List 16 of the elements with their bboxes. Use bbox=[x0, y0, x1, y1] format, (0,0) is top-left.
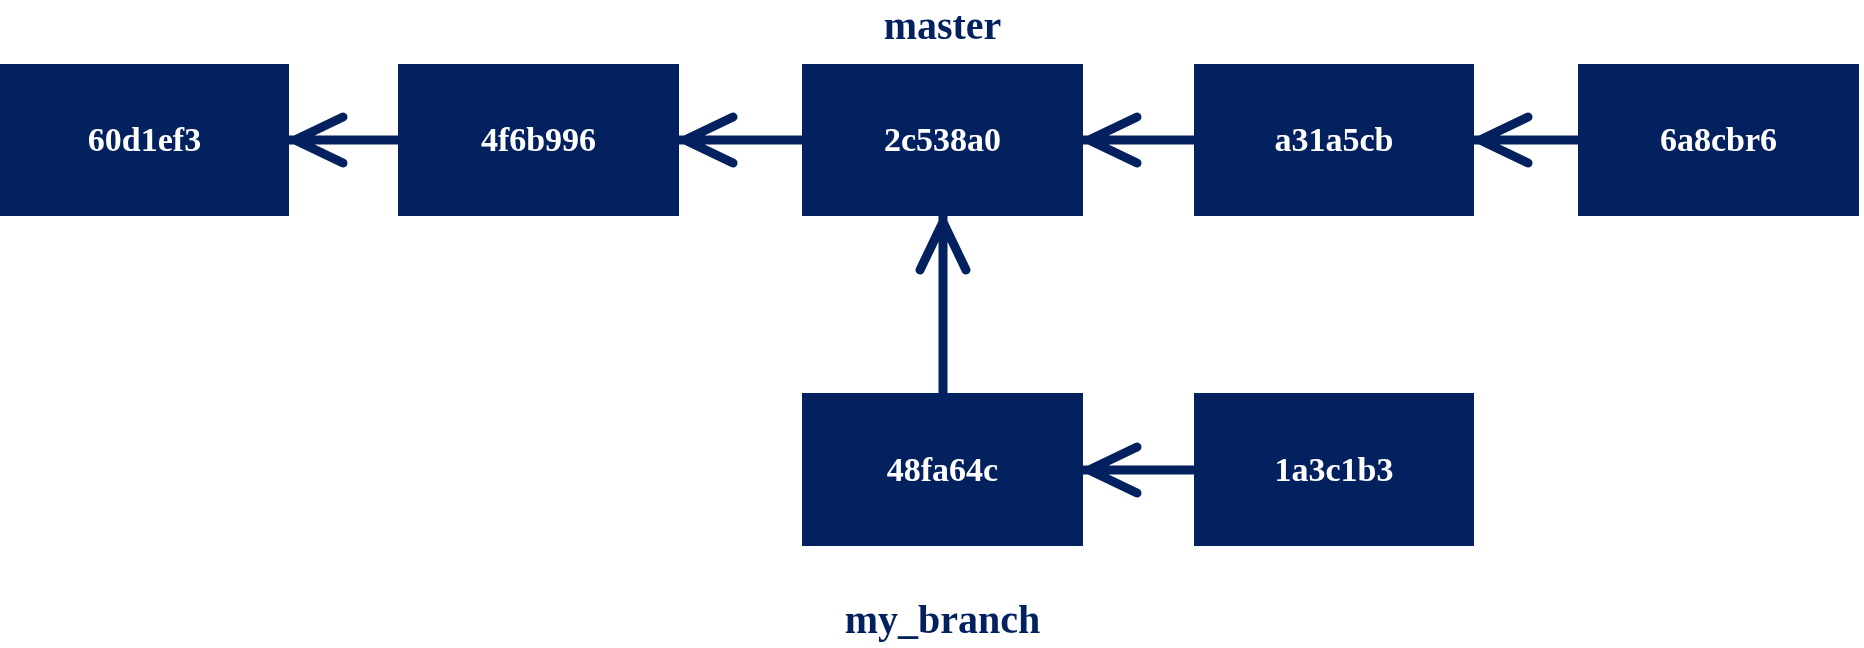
branch-label: my_branch bbox=[844, 596, 1041, 643]
commit-hash: 60d1ef3 bbox=[87, 121, 202, 159]
commit-hash: 48fa64c bbox=[886, 450, 999, 489]
commit-hash: a31a5cb bbox=[1274, 121, 1394, 159]
commit-hash: 6a8cbr6 bbox=[1659, 121, 1778, 159]
commit-box bbox=[802, 64, 1083, 216]
commit-box bbox=[0, 64, 289, 216]
commit-box bbox=[1194, 64, 1474, 216]
commit-hash: 4f6b996 bbox=[480, 121, 597, 159]
commit-box bbox=[802, 393, 1083, 546]
commit-box bbox=[398, 64, 679, 216]
branch-label: master bbox=[883, 2, 1002, 49]
commit-box bbox=[1578, 64, 1859, 216]
commit-hash: 1a3c1b3 bbox=[1274, 450, 1394, 489]
commit-box bbox=[1194, 393, 1474, 546]
commit-hash: 2c538a0 bbox=[883, 121, 1002, 159]
